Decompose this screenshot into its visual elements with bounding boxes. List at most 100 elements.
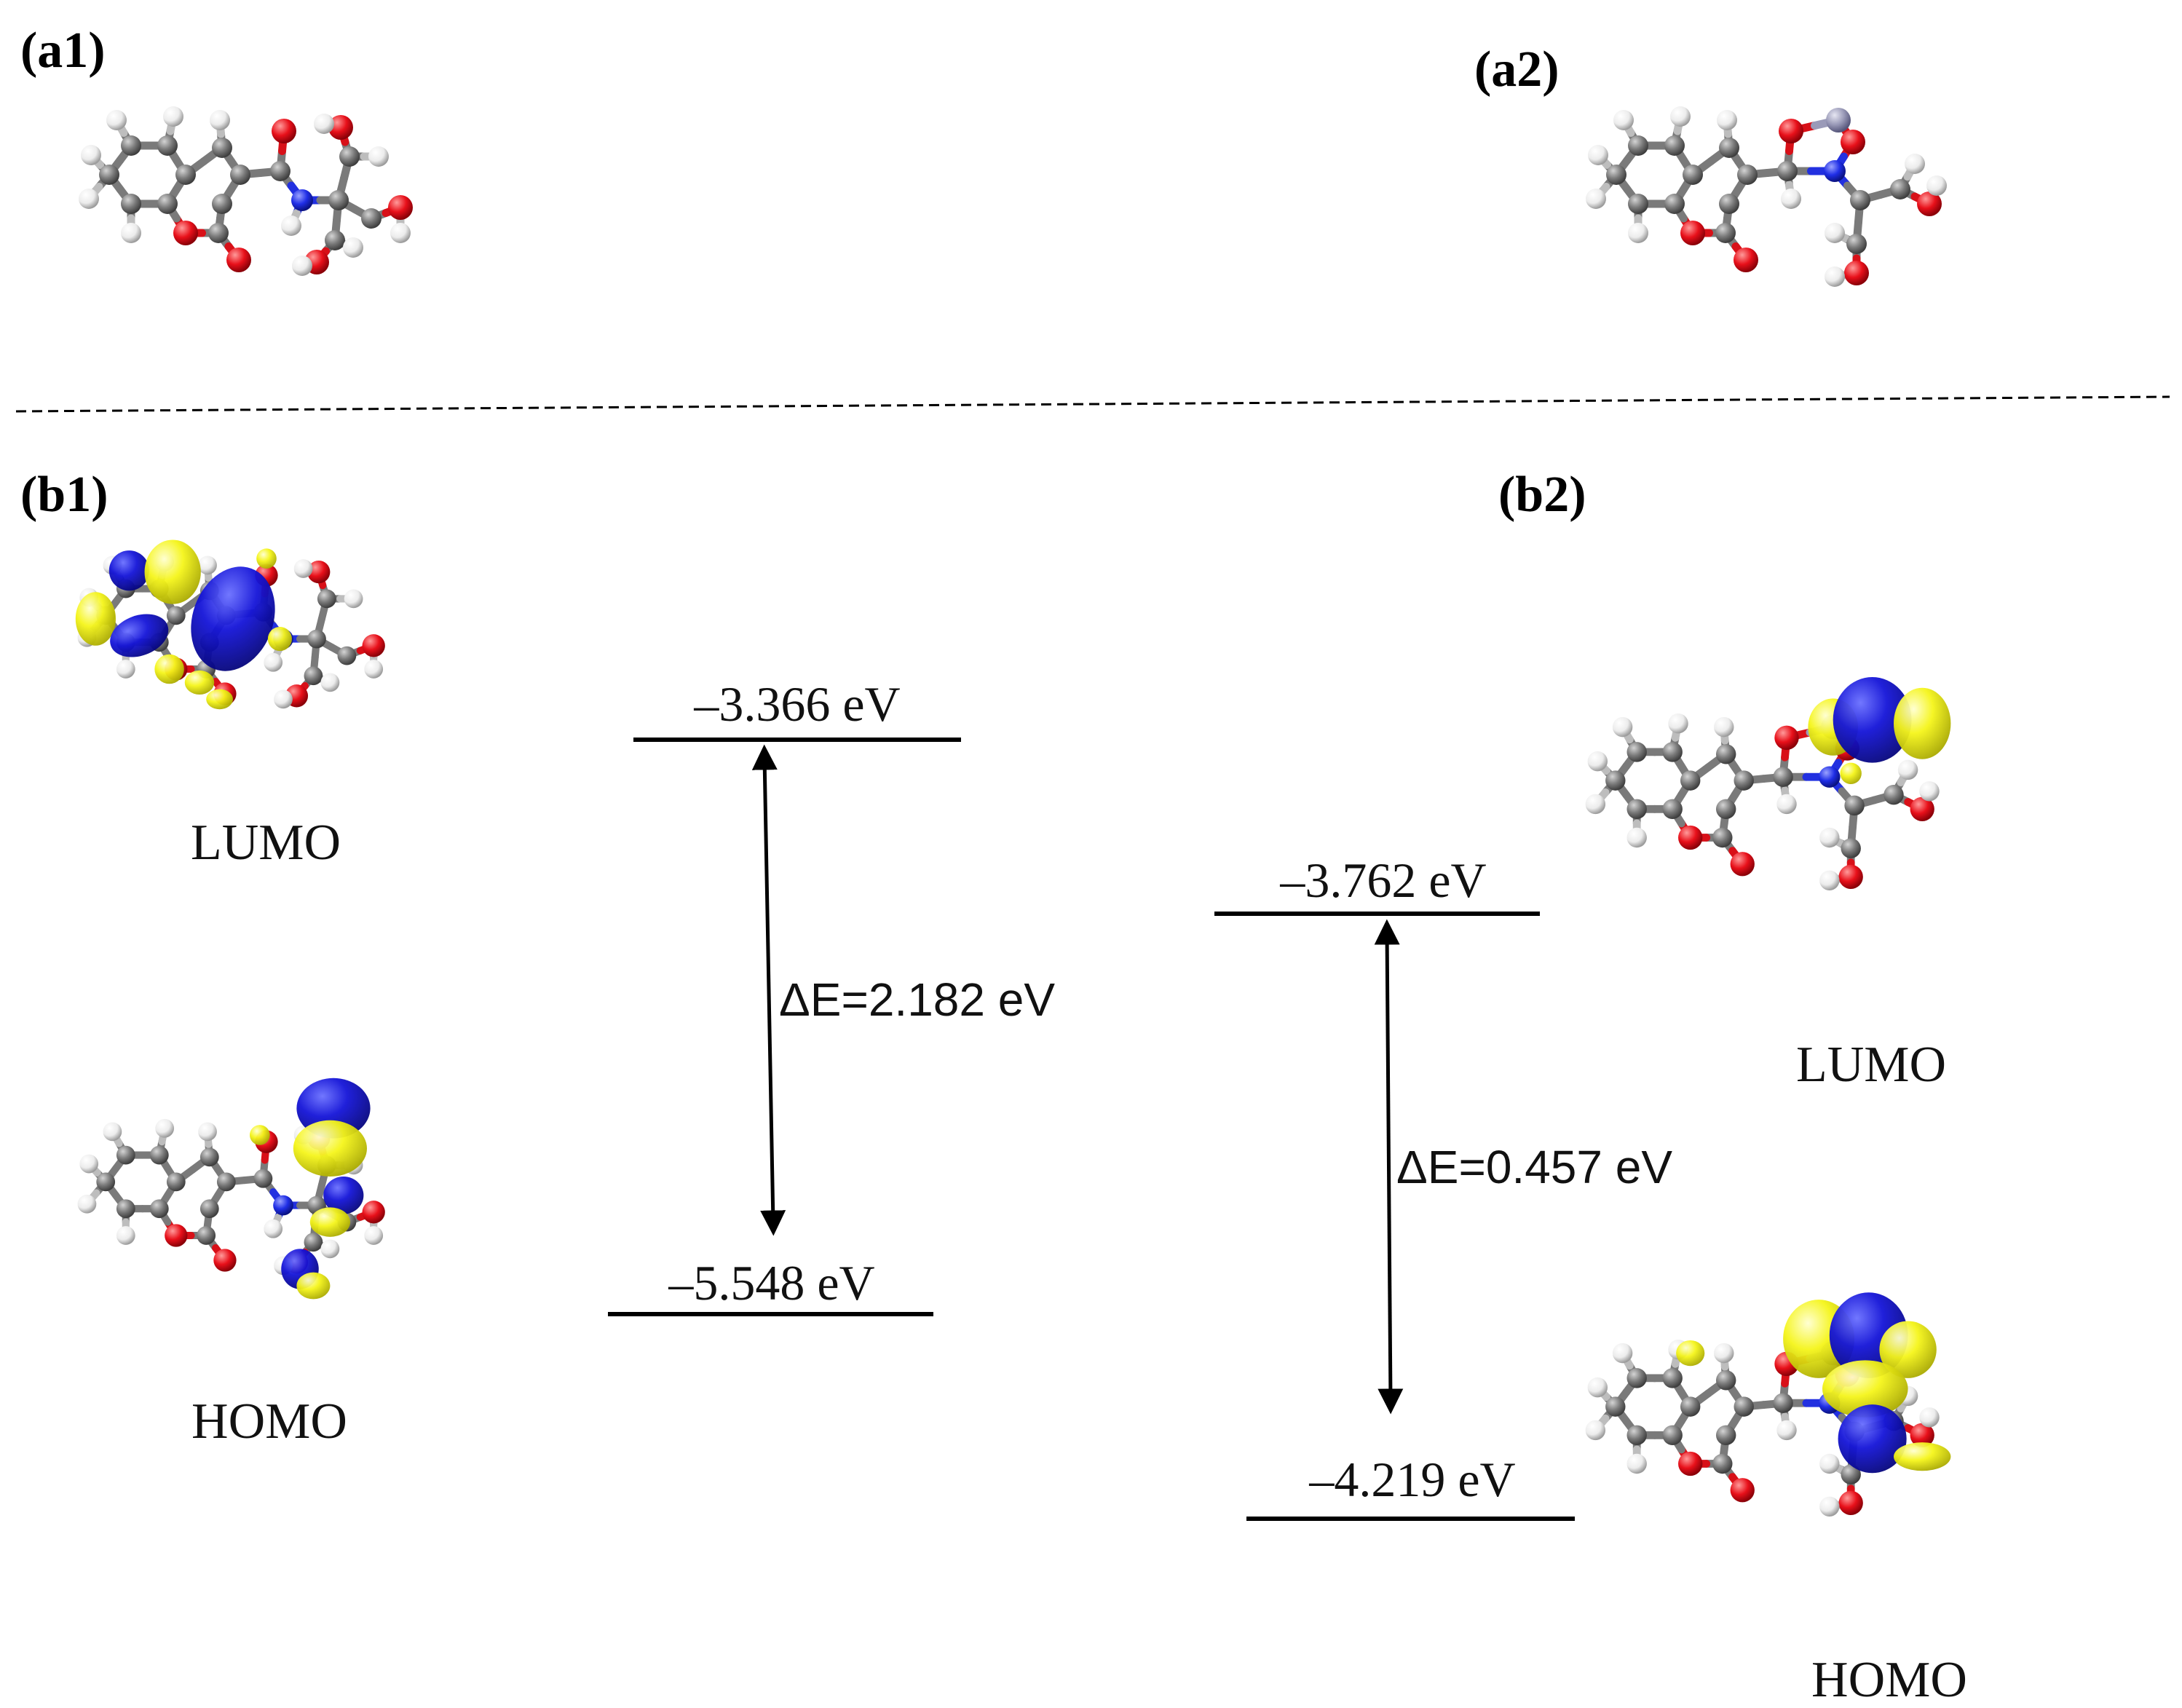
atom-c <box>304 1233 323 1252</box>
atom-c <box>1773 767 1793 787</box>
atom-c <box>307 629 326 649</box>
atom-o <box>165 1224 188 1247</box>
atom-c <box>216 1172 236 1192</box>
atom-o <box>362 634 385 657</box>
atom-c <box>149 1145 169 1165</box>
atom-c <box>1777 161 1798 181</box>
atom-c <box>1890 179 1910 199</box>
atom-o <box>1838 1490 1863 1516</box>
atom-h <box>1612 716 1633 738</box>
molecule-a1 <box>79 106 413 276</box>
atom-c <box>1715 223 1736 243</box>
atom-c <box>1734 1396 1754 1417</box>
atom-o <box>307 560 331 584</box>
atom-c <box>1628 135 1648 156</box>
atom-h <box>314 114 334 134</box>
b2-gap-label: ΔE=0.457 eV <box>1396 1141 1672 1193</box>
atom-c <box>1719 194 1739 214</box>
atom-c <box>1841 1464 1861 1484</box>
atom-c <box>1841 838 1861 858</box>
atom-h <box>79 1154 99 1174</box>
atom-o <box>1844 261 1869 285</box>
atom-h <box>116 1226 135 1245</box>
atom-h <box>1714 1343 1734 1364</box>
atom-c <box>1662 799 1683 820</box>
atom-o <box>1734 248 1758 272</box>
atom-h <box>364 660 384 679</box>
atom-h <box>390 223 411 243</box>
atom-c <box>1662 1368 1683 1388</box>
orbital-lobe-positive <box>144 539 201 604</box>
panel-label-b2: (b2) <box>1498 467 1586 523</box>
atom-c <box>116 1199 135 1219</box>
orbital-lobe-positive <box>250 1125 270 1145</box>
atom-c <box>1680 1396 1701 1417</box>
atom-h <box>274 689 293 709</box>
atom-h <box>1776 1420 1797 1441</box>
atom-c <box>1844 795 1865 816</box>
atom-h <box>1926 175 1947 196</box>
b2-gap-arrow <box>1374 919 1404 1415</box>
atom-c <box>121 194 141 214</box>
atom-o <box>272 119 296 143</box>
atom-c <box>1846 234 1867 254</box>
atom-c <box>1712 1453 1733 1474</box>
atom-h <box>1585 794 1606 815</box>
atom-o <box>226 248 251 272</box>
atom-o <box>1910 1423 1934 1447</box>
b2-homo-energy: –4.219 eV <box>1308 1452 1515 1507</box>
atom-h <box>343 237 363 258</box>
b2-homo-label: HOMO <box>1811 1652 1967 1708</box>
atom-h <box>1717 110 1737 130</box>
b1-homo-energy: –5.548 eV <box>668 1255 874 1310</box>
b1-lumo-energy: –3.366 eV <box>693 676 900 732</box>
molecule-b1-homo <box>77 1078 385 1300</box>
atom-c <box>1715 744 1736 764</box>
atom-c <box>212 138 232 158</box>
atom-c <box>361 208 382 229</box>
atom-h <box>1819 870 1840 891</box>
atom-c <box>149 1199 169 1219</box>
orbital-lobe-positive <box>267 627 292 652</box>
atom-h <box>1897 759 1918 780</box>
atom-h <box>320 1239 340 1259</box>
panel-label-b1: (b1) <box>20 467 108 523</box>
atom-h <box>293 559 313 578</box>
atom-h <box>163 106 183 127</box>
orbital-lobe-positive <box>293 1120 367 1177</box>
atom-c <box>96 1172 116 1192</box>
atom-h <box>1919 781 1940 802</box>
atom-c <box>339 146 360 167</box>
atom-c <box>1605 770 1626 791</box>
atom-c <box>1715 1370 1736 1391</box>
atom-c <box>253 1169 273 1188</box>
atom-c <box>1605 1396 1626 1417</box>
atom-c <box>1664 194 1685 214</box>
b1-lumo-label: LUMO <box>191 815 341 871</box>
atom-h <box>1586 189 1606 209</box>
atom-o <box>1838 864 1863 890</box>
atom-h <box>364 1226 384 1245</box>
atom-h <box>121 223 141 243</box>
atom-c <box>1626 742 1647 762</box>
atom-o <box>1730 1478 1755 1503</box>
atom-h <box>1776 794 1797 815</box>
atom-h <box>198 556 217 575</box>
atom-h <box>1825 223 1845 243</box>
atom-h <box>264 1219 283 1238</box>
atom-h <box>1587 1377 1608 1398</box>
atom-o <box>1730 852 1755 877</box>
atom-h <box>198 1122 217 1142</box>
atom-o <box>1910 796 1934 821</box>
atom-c <box>197 1226 216 1245</box>
orbital-lobe-positive <box>1676 1340 1705 1367</box>
atom-c <box>166 606 186 625</box>
atom-n <box>1819 766 1841 788</box>
orbital-lobe-positive <box>206 689 233 710</box>
atom-h <box>1612 1343 1633 1364</box>
orbital-lobe-negative <box>110 614 169 657</box>
atom-c <box>317 589 336 609</box>
atom-h <box>1781 189 1801 209</box>
orbital-lobe-positive <box>1879 1321 1937 1378</box>
atom-o <box>173 221 198 245</box>
